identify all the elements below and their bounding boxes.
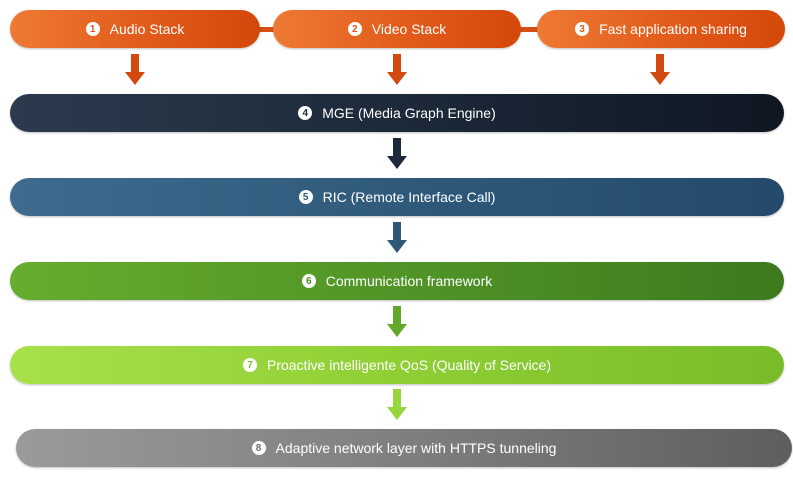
app-sharing-pill: 3 Fast application sharing — [537, 10, 785, 48]
app-sharing-label: Fast application sharing — [599, 21, 747, 37]
arrow-down-icon — [387, 389, 407, 423]
ric-layer: 5 RIC (Remote Interface Call) — [10, 178, 784, 216]
step-number-badge: 6 — [301, 274, 316, 288]
mge-layer: 4 MGE (Media Graph Engine) — [10, 94, 784, 132]
arrow-down-icon — [650, 54, 670, 88]
audio-stack-pill: 1 Audio Stack — [10, 10, 260, 48]
step-number-badge: 1 — [85, 22, 100, 36]
video-stack-pill: 2 Video Stack — [273, 10, 521, 48]
video-stack-label: Video Stack — [371, 21, 447, 37]
step-number-badge: 3 — [575, 22, 590, 36]
stack-connector-2-3 — [519, 27, 539, 32]
step-number-badge: 8 — [251, 441, 266, 455]
stack-connector-1-2 — [258, 27, 275, 32]
step-number-badge: 7 — [242, 358, 257, 372]
mge-layer-label: MGE (Media Graph Engine) — [322, 105, 496, 121]
arrow-down-icon — [125, 54, 145, 88]
arrow-down-icon — [387, 222, 407, 256]
communication-framework-label: Communication framework — [325, 273, 493, 289]
communication-framework-layer: 6 Communication framework — [10, 262, 784, 300]
network-layer: 8 Adaptive network layer with HTTPS tunn… — [16, 429, 792, 467]
arrow-down-icon — [387, 306, 407, 340]
qos-layer: 7 Proactive intelligente QoS (Quality of… — [10, 346, 784, 384]
arrow-down-icon — [387, 54, 407, 88]
qos-layer-label: Proactive intelligente QoS (Quality of S… — [266, 357, 551, 373]
step-number-badge: 4 — [298, 106, 313, 120]
ric-layer-label: RIC (Remote Interface Call) — [322, 189, 496, 205]
arrow-down-icon — [387, 138, 407, 172]
audio-stack-label: Audio Stack — [109, 21, 185, 37]
step-number-badge: 5 — [298, 190, 313, 204]
network-layer-label: Adaptive network layer with HTTPS tunnel… — [275, 440, 557, 456]
step-number-badge: 2 — [347, 22, 362, 36]
